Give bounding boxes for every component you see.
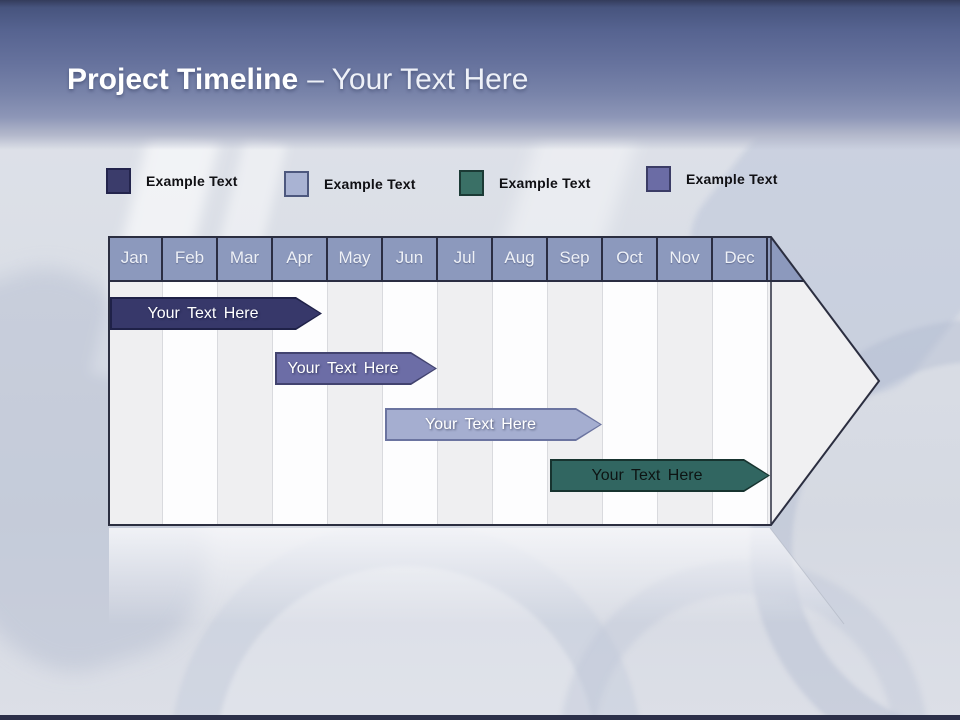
legend-label: Example Text [324, 176, 416, 192]
legend-color-swatch [106, 168, 131, 194]
bar-label: Your Text Here [591, 466, 703, 484]
legend-color-swatch [284, 171, 309, 197]
timeline-bar: Your Text Here [110, 297, 322, 330]
slide-title-main: Project Timeline [67, 63, 299, 96]
legend-label: Example Text [499, 175, 591, 191]
timeline-bar: Your Text Here [385, 408, 602, 441]
legend-item: Example Text [459, 170, 591, 196]
legend-item: Example Text [646, 166, 778, 192]
bar-label: Your Text Here [147, 304, 259, 322]
slide-title-suffix: – Your Text Here [307, 63, 529, 96]
slide-title: Project Timeline– Your Text Here [67, 62, 528, 98]
legend-item: Example Text [106, 168, 238, 194]
legend-label: Example Text [146, 173, 238, 189]
title-banner [0, 0, 960, 150]
bottom-edge-strip [0, 715, 960, 720]
bar-label: Your Text Here [287, 359, 399, 377]
bar-label: Your Text Here [425, 415, 536, 433]
legend-color-swatch [646, 166, 671, 192]
timeline-bar: Your Text Here [550, 459, 770, 492]
timeline-bar: Your Text Here [275, 352, 437, 385]
legend-color-swatch [459, 170, 484, 196]
legend-item: Example Text [284, 171, 416, 197]
legend-label: Example Text [686, 171, 778, 187]
